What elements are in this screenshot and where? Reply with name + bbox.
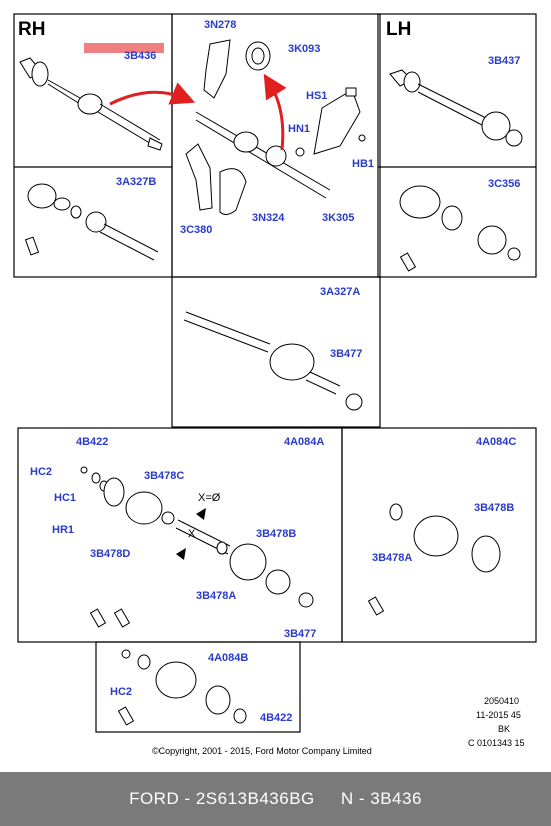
label-3a327b[interactable]: 3A327B — [116, 176, 157, 188]
meta-line-3: BK — [498, 724, 511, 734]
label-hr1[interactable]: HR1 — [52, 524, 75, 536]
label-3b478c[interactable]: 3B478C — [144, 470, 185, 482]
label-hc2-kit-b[interactable]: HC2 — [110, 686, 133, 698]
panel-boot-kit-b — [95, 641, 301, 733]
label-3c356[interactable]: 3C356 — [488, 178, 521, 190]
label-x-zero: X=Ø — [198, 492, 221, 504]
joint-kit-a-drawing — [80, 466, 314, 628]
label-3b477-top[interactable]: 3B477 — [330, 348, 363, 360]
meta-line-4: C 0101343 15 — [468, 738, 525, 748]
panel-middle-shaft — [171, 276, 381, 428]
label-3c380[interactable]: 3C380 — [180, 224, 213, 236]
label-3n324[interactable]: 3N324 — [252, 212, 285, 224]
lh-inner-joint-drawing — [399, 185, 521, 272]
label-3b478a-kit-c[interactable]: 3B478A — [372, 552, 413, 564]
label-3b477-kit-a[interactable]: 3B477 — [284, 628, 317, 640]
label-3b437[interactable]: 3B437 — [488, 55, 521, 67]
label-4a084b[interactable]: 4A084B — [208, 652, 249, 664]
rh-driveshaft-drawing — [19, 57, 163, 151]
center-bearing-assembly-drawing — [185, 39, 366, 216]
label-hn1[interactable]: HN1 — [288, 123, 311, 135]
rh-inner-joint-drawing — [24, 183, 159, 261]
boot-kit-b-drawing — [117, 649, 247, 726]
panel-lh — [377, 13, 537, 278]
footer-part-number: FORD - 2S613B436BG N - 3B436 — [129, 789, 422, 808]
label-4b422-kit-a[interactable]: 4B422 — [76, 436, 109, 448]
label-4a084c[interactable]: 4A084C — [476, 436, 517, 448]
label-4b422-kit-b[interactable]: 4B422 — [260, 712, 293, 724]
rh-header: RH — [18, 19, 46, 40]
meta-line-2: 11-2015 45 — [476, 710, 521, 720]
label-hc2-kit-a[interactable]: HC2 — [30, 466, 53, 478]
label-3b478d[interactable]: 3B478D — [90, 548, 131, 560]
joint-kit-a-x-pointers — [176, 508, 206, 560]
label-3n278[interactable]: 3N278 — [204, 19, 237, 31]
footer-bar: FORD - 2S613B436BG N - 3B436 — [0, 772, 551, 826]
label-3b478a-kit-a[interactable]: 3B478A — [196, 590, 237, 602]
highlighted-part-marker — [84, 43, 164, 53]
panel-joint-kit-c — [341, 427, 537, 643]
label-3b478b-kit-c[interactable]: 3B478B — [474, 502, 515, 514]
label-3k305[interactable]: 3K305 — [322, 212, 355, 224]
lh-driveshaft-drawing — [389, 69, 523, 147]
copyright: ©Copyright, 2001 - 2015, Ford Motor Comp… — [152, 746, 372, 756]
joint-kit-c-drawing — [367, 503, 501, 616]
lh-header: LH — [386, 19, 412, 40]
label-3k093[interactable]: 3K093 — [288, 43, 321, 55]
meta-line-1: 2050410 — [484, 696, 520, 706]
label-hb1[interactable]: HB1 — [352, 158, 375, 170]
label-hc1[interactable]: HC1 — [54, 492, 77, 504]
label-3b436[interactable]: 3B436 — [124, 50, 157, 62]
label-4a084a[interactable]: 4A084A — [284, 436, 325, 448]
label-x: X — [188, 528, 196, 540]
red-flow-arrows — [109, 73, 287, 151]
label-3b478b-kit-a[interactable]: 3B478B — [256, 528, 297, 540]
label-3a327a[interactable]: 3A327A — [320, 286, 361, 298]
middle-shaft-drawing — [183, 311, 363, 411]
label-hs1[interactable]: HS1 — [306, 90, 328, 102]
